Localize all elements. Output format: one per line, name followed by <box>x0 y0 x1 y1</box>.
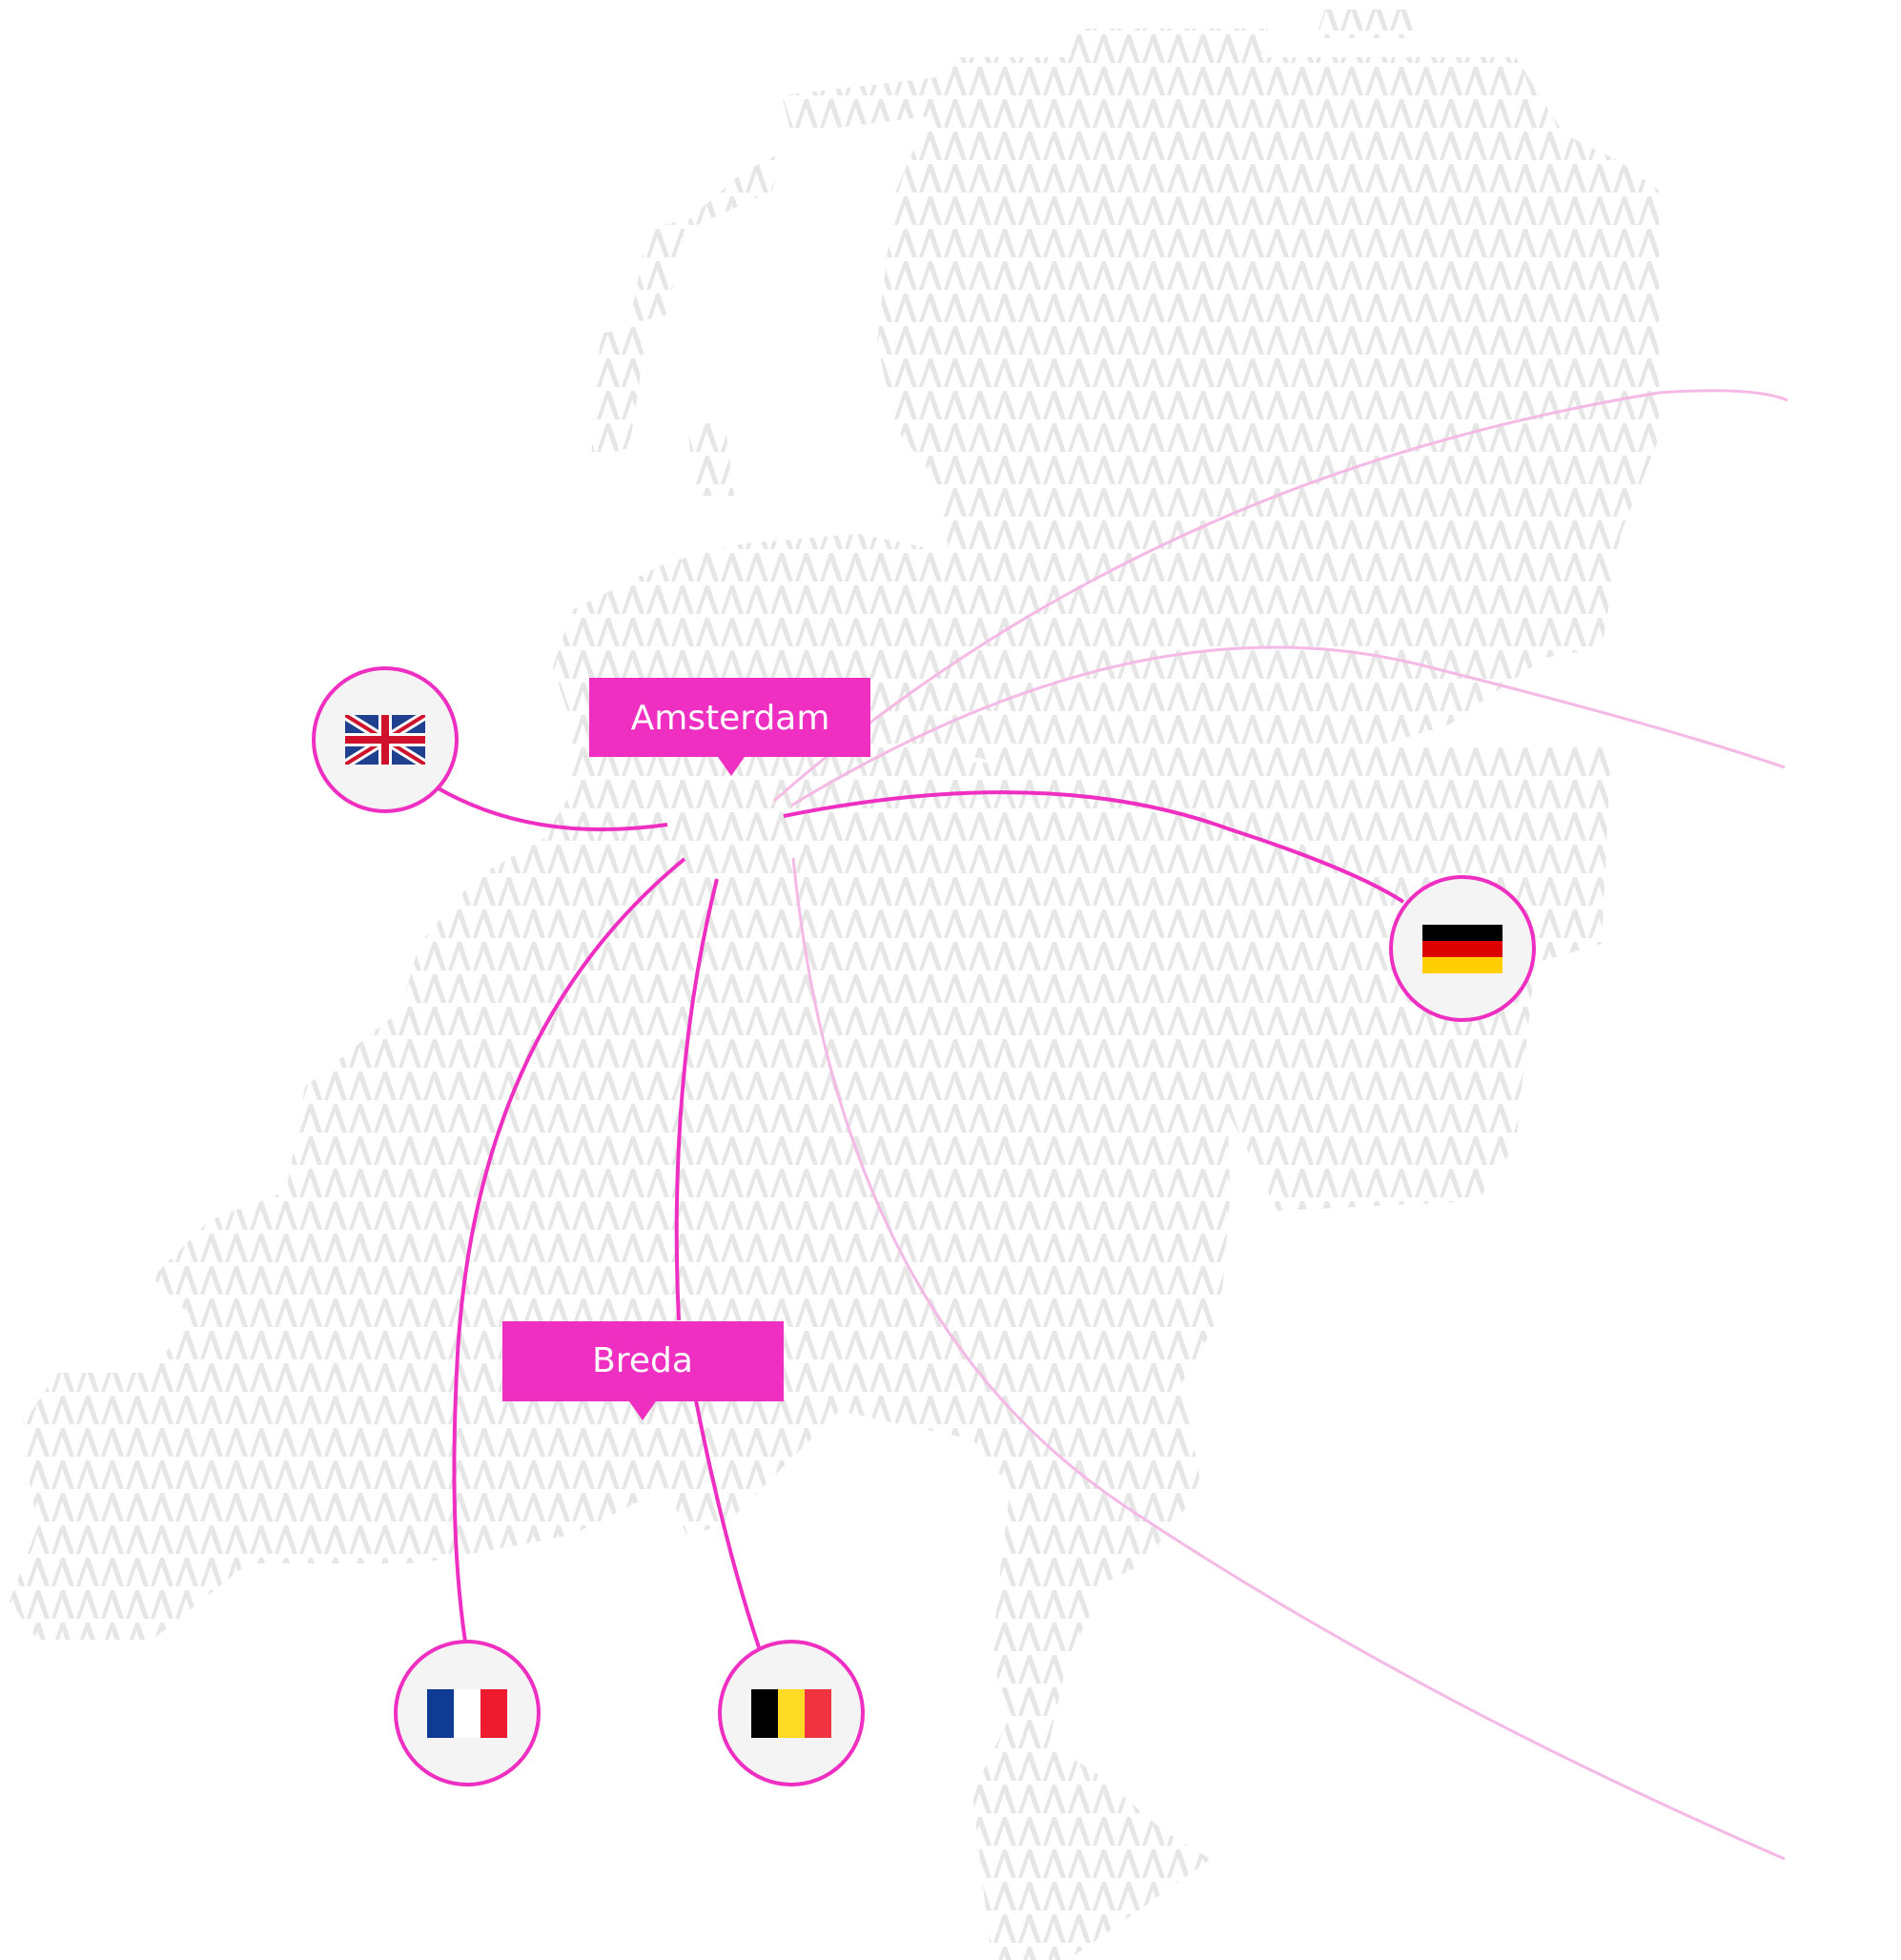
city-label-amsterdam-box <box>589 678 870 757</box>
city-label-breda-pointer <box>629 1401 656 1420</box>
germany-flag-icon <box>1422 925 1502 973</box>
route-amsterdam-uk <box>435 786 668 832</box>
route-faint-south <box>791 857 1786 1861</box>
city-label-amsterdam-text: Amsterdam <box>631 699 830 738</box>
land-mass <box>10 10 1659 1960</box>
route-breda-belgium <box>694 1399 761 1648</box>
marker-germany[interactable] <box>1389 875 1536 1022</box>
route-faint-north <box>773 389 1789 803</box>
uk-flag-icon <box>345 715 425 765</box>
city-label-breda-text: Breda <box>592 1341 693 1380</box>
city-label-breda-box <box>502 1321 784 1401</box>
faint-routes <box>773 389 1789 1861</box>
accent-routes <box>435 786 1405 1648</box>
route-amsterdam-france <box>452 857 686 1643</box>
route-amsterdam-germany <box>783 790 1405 904</box>
marker-france[interactable] <box>394 1640 541 1786</box>
city-label-amsterdam: Amsterdam <box>589 678 870 776</box>
belgium-flag-icon <box>751 1689 831 1738</box>
marker-belgium[interactable] <box>718 1640 865 1786</box>
route-amsterdam-breda <box>674 878 719 1321</box>
city-label-amsterdam-pointer <box>718 757 745 776</box>
route-faint-east <box>790 645 1786 807</box>
city-label-breda: Breda <box>502 1321 784 1420</box>
marker-uk[interactable] <box>312 666 459 813</box>
france-flag-icon <box>427 1689 507 1738</box>
